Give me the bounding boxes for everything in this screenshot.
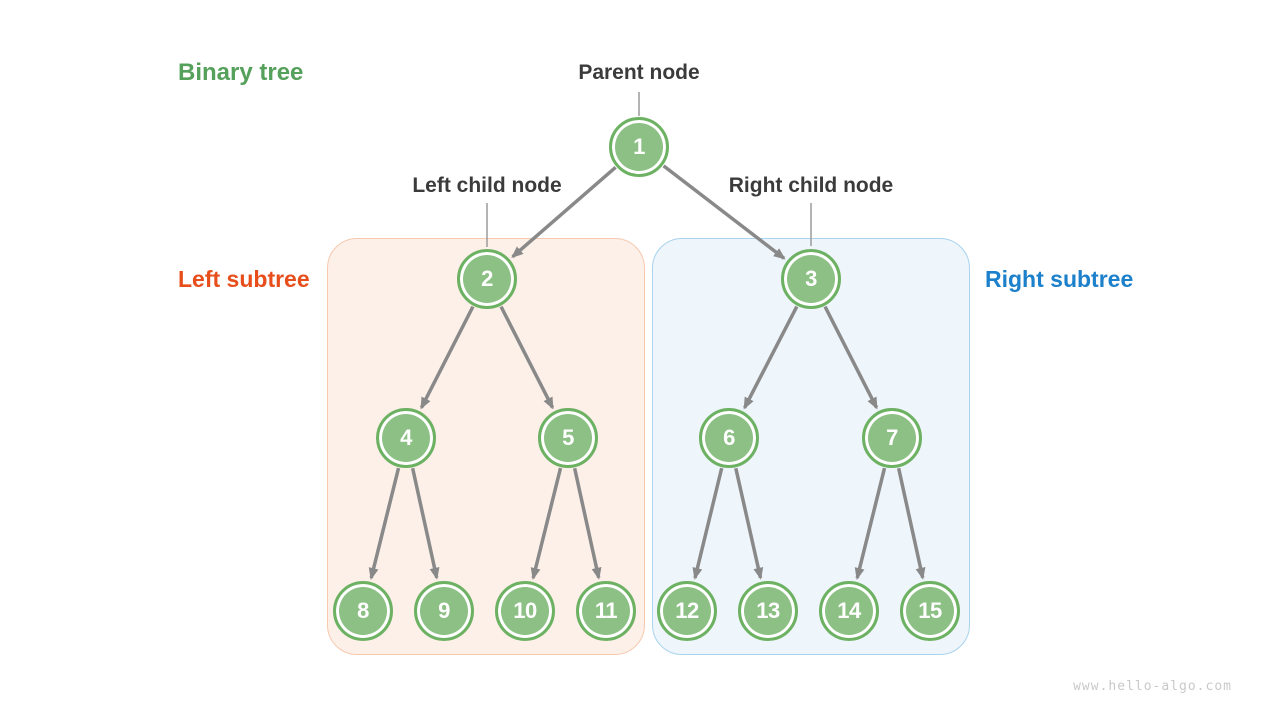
watermark: www.hello-algo.com <box>1073 679 1232 694</box>
tree-node-3: 3 <box>781 249 841 309</box>
tree-node-7: 7 <box>862 408 922 468</box>
left-child-node-label: Left child node <box>412 174 562 197</box>
tree-node-9: 9 <box>414 581 474 641</box>
tree-node-14: 14 <box>819 581 879 641</box>
tree-node-15: 15 <box>900 581 960 641</box>
tree-node-1: 1 <box>609 117 669 177</box>
tree-node-5: 5 <box>538 408 598 468</box>
tree-node-8: 8 <box>333 581 393 641</box>
tree-node-4: 4 <box>376 408 436 468</box>
right-subtree-label: Right subtree <box>985 266 1134 292</box>
figure-title: Binary tree <box>178 59 304 86</box>
tree-node-10: 10 <box>495 581 555 641</box>
tree-node-11: 11 <box>576 581 636 641</box>
tree-node-2: 2 <box>457 249 517 309</box>
tree-node-13: 13 <box>738 581 798 641</box>
tree-node-12: 12 <box>657 581 717 641</box>
parent-node-label: Parent node <box>578 61 700 84</box>
right-child-node-label: Right child node <box>728 174 894 197</box>
tree-node-6: 6 <box>699 408 759 468</box>
left-subtree-label: Left subtree <box>178 266 310 292</box>
